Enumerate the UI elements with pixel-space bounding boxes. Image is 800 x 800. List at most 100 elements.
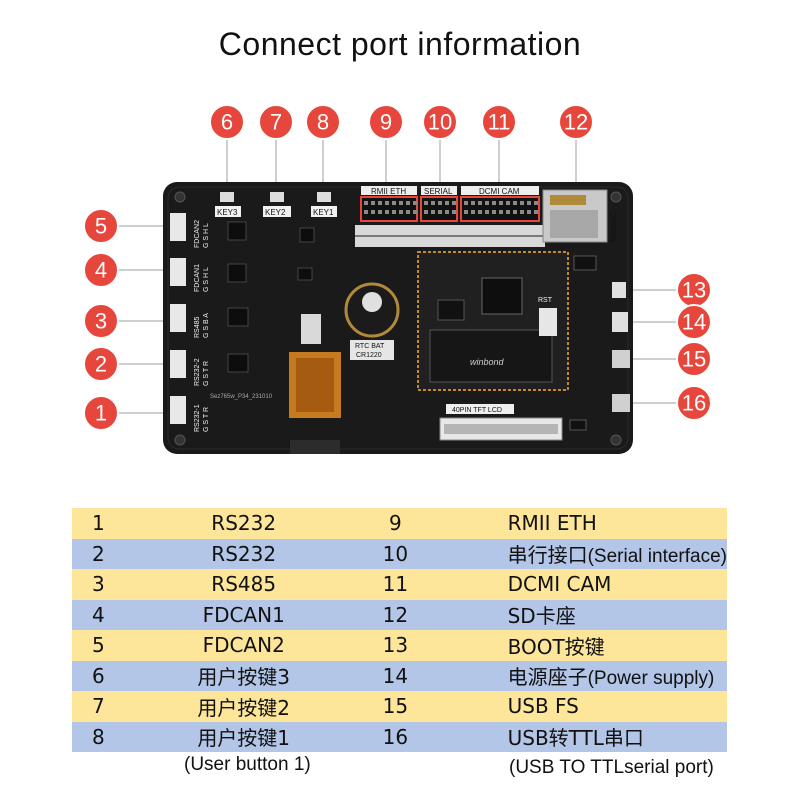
callout-badge-14: 14 [676, 304, 712, 340]
port-name-right: RMII ETH [507, 511, 597, 536]
port-name-right: BOOT按键 [507, 634, 605, 659]
silk-rs232-1: RS232-1 [194, 404, 201, 432]
port-name-left: 用户按键2 [197, 695, 291, 720]
silk-key1: KEY1 [313, 208, 334, 217]
callout-number: 13 [682, 278, 706, 303]
page-title: Connect port information [218, 26, 582, 62]
silk-fdcan2: FDCAN2 [194, 220, 201, 248]
port-name-right: DCMI CAM [507, 572, 612, 597]
port-number-right: 11 [382, 572, 409, 597]
silk-rst: RST [538, 297, 553, 304]
callout-badge-12: 12 [558, 104, 594, 140]
port-number-left: 6 [92, 663, 105, 688]
callout-badge-9: 9 [368, 104, 404, 140]
port-name-left: 用户按键1 [197, 726, 291, 751]
callout-number: 10 [428, 110, 452, 135]
callout-number: 9 [380, 110, 392, 135]
silk-cr1220: CR1220 [356, 352, 382, 359]
port-name-left: RS232 [211, 511, 277, 536]
callout-number: 5 [95, 214, 107, 239]
user-keys [215, 192, 337, 217]
mcu-chip [481, 277, 523, 315]
callout-badge-1: 1 [83, 395, 119, 431]
callout-badge-10: 10 [422, 104, 458, 140]
port-name-left: FDCAN1 [202, 602, 285, 627]
callout-number: 1 [95, 401, 107, 426]
silk-pins-1: G S T R [203, 407, 210, 432]
table-row: 6 用户按键3 14 电源座子(Power supply) [72, 660, 727, 691]
port-number-right: 10 [382, 541, 409, 566]
port-name-right: USB FS [507, 694, 579, 719]
silk-rs232-2: RS232-2 [194, 358, 201, 386]
port-number-right: 12 [382, 602, 409, 627]
callout-badge-8: 8 [305, 104, 341, 140]
port-name-left: RS232 [211, 541, 277, 566]
port-number-right: 14 [382, 663, 409, 688]
silk-rs485: RS485 [194, 316, 201, 338]
port-number-left: 5 [92, 633, 105, 658]
callout-badge-13: 13 [676, 272, 712, 308]
transceiver-chips [227, 221, 315, 373]
header-labels [361, 186, 539, 195]
callout-number: 14 [682, 310, 706, 335]
callout-number: 3 [95, 309, 107, 334]
port-name-right: USB转TTL串口 [507, 726, 644, 751]
callout-badge-2: 2 [83, 346, 119, 382]
port-name-left: 用户按键3 [197, 665, 291, 690]
callout-number: 11 [488, 110, 511, 135]
port-number-right: 16 [382, 724, 409, 749]
port-number-left: 1 [92, 511, 105, 536]
pin-headers [360, 196, 540, 222]
callout-badge-16: 16 [676, 385, 712, 421]
callout-badge-11: 11 [481, 104, 517, 140]
port-number-right: 13 [382, 633, 409, 658]
port-number-left: 8 [92, 724, 105, 749]
port-number-left: 7 [92, 694, 105, 719]
callout-badge-5: 5 [83, 208, 119, 244]
silk-winbond: winbond [470, 357, 505, 367]
silk-pins-4: G S H L [203, 267, 210, 292]
silk-lcd: 40PIN TFT LCD [452, 407, 502, 414]
callout-badge-15: 15 [676, 341, 712, 377]
callout-number: 16 [682, 391, 706, 416]
silk-key2: KEY2 [265, 208, 286, 217]
callout-number: 4 [95, 258, 107, 283]
silk-microsd: MicroSD [609, 211, 618, 242]
port-name-left: FDCAN2 [202, 633, 285, 658]
callout-number: 8 [317, 110, 329, 135]
silk-pins-5: G S H L [203, 223, 210, 248]
callout-number: 12 [564, 110, 588, 135]
left-connectors [170, 213, 186, 424]
callout-number: 2 [95, 352, 107, 377]
silk-rmii: RMII ETH [371, 187, 406, 196]
table-row: 7 用户按键2 15 USB FS [72, 691, 727, 722]
port-name-right: SD卡座 [507, 604, 576, 629]
callout-badge-6: 6 [209, 104, 245, 140]
callout-number: 6 [221, 110, 233, 135]
callout-badge-4: 4 [83, 252, 119, 288]
callout-number: 15 [682, 347, 706, 372]
table-row: 5 FDCAN2 13 BOOT按键 [72, 630, 727, 661]
port-name-english: (Power supply) [587, 668, 715, 690]
right-connectors [612, 282, 630, 412]
port-name-english: (Serial interface) [587, 546, 727, 568]
port-number-right: 15 [382, 694, 409, 719]
table-row: 8 用户按键1 16 USB转TTL串口 [72, 721, 727, 752]
port-number-left: 3 [92, 572, 105, 597]
silk-key3: KEY3 [217, 208, 238, 217]
silk-pins-2: G S T R [203, 361, 210, 386]
note-user-button: (User button 1) [184, 754, 311, 775]
silk-rtc: RTC BAT [355, 343, 385, 350]
silk-serial: SERIAL [424, 187, 453, 196]
note-usb-ttl: (USB TO TTLserial port) [509, 757, 714, 778]
silk-pins-3: G S B A [203, 313, 210, 338]
callout-number: 7 [270, 110, 282, 135]
callout-badge-3: 3 [83, 303, 119, 339]
port-name-right: 电源座子 [507, 665, 588, 690]
silk-fdcan1: FDCAN1 [194, 264, 201, 292]
